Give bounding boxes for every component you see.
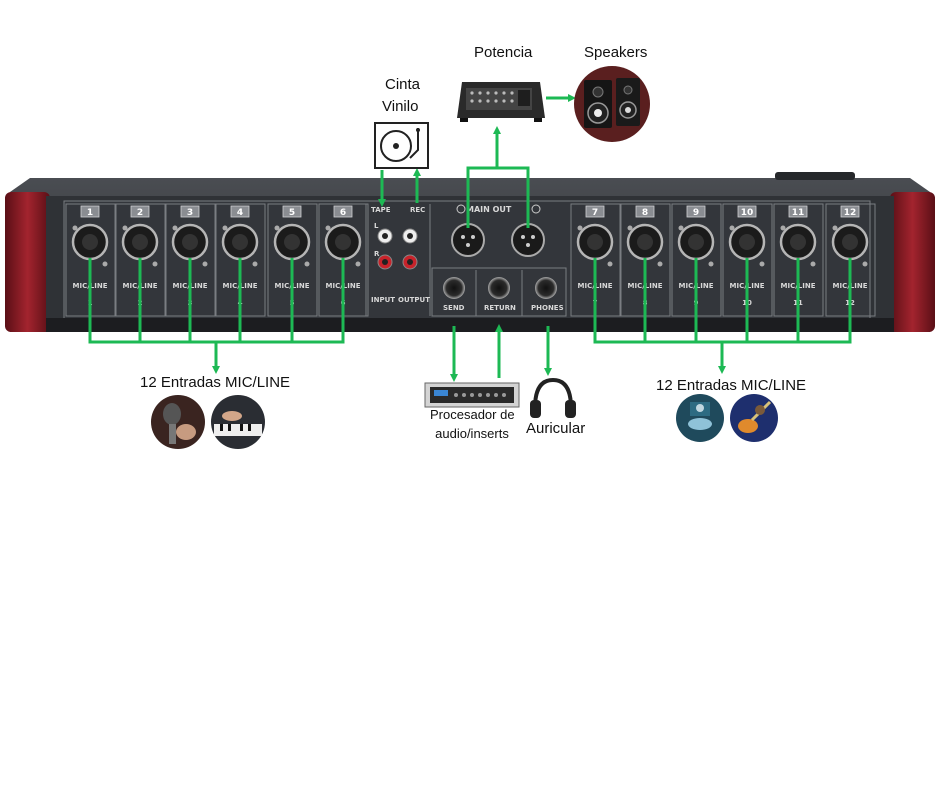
speakers-label: Speakers (584, 44, 648, 61)
processor-label: Procesador de audio/inserts (430, 405, 515, 443)
channel-number: 12 (844, 208, 857, 218)
drums-photo (676, 394, 724, 442)
phones-label: PHONES (531, 304, 564, 312)
headphones-label: Auricular (526, 420, 586, 437)
microphone-photo (151, 395, 205, 449)
channel-number: 8 (642, 208, 648, 218)
channel-number: 2 (137, 208, 143, 218)
input-label: INPUT (371, 296, 395, 304)
right-inputs-label: 12 Entradas MIC/LINE (656, 377, 807, 394)
handle (775, 172, 855, 180)
channel-number: 9 (693, 208, 699, 218)
vinilo-label: Vinilo (382, 98, 419, 115)
amplifier-icon (457, 82, 545, 122)
xlr-main-right (511, 223, 545, 257)
tape-r-label: R (374, 250, 380, 258)
main-out-section: MAIN OUT SEND RETURN PHONES (431, 204, 567, 317)
output-label: OUTPUT (398, 296, 430, 304)
headphones-icon (530, 377, 576, 418)
channel-number: 11 (792, 208, 805, 218)
rec-label: REC (410, 206, 425, 214)
cinta-label: Cinta (385, 76, 421, 93)
tape-l-label: L (374, 222, 379, 230)
channel-number: 6 (340, 208, 346, 218)
return-label: RETURN (484, 304, 516, 312)
right-side-panel (890, 192, 935, 332)
tape-section: TAPE REC L R INPUT OUTPUT (365, 204, 431, 316)
speakers-icon (574, 66, 650, 142)
processor-label-line2: audio/inserts (435, 426, 509, 441)
turntable-icon (374, 122, 429, 169)
channel-number: 7 (592, 208, 598, 218)
send-label: SEND (443, 304, 465, 312)
xlr-main-left (451, 223, 485, 257)
channel-number: 5 (289, 208, 295, 218)
main-out-label: MAIN OUT (466, 205, 512, 214)
send-jack (443, 277, 465, 299)
left-side-panel (5, 192, 50, 332)
channel-number: 1 (87, 208, 93, 218)
keyboard-photo (211, 395, 265, 449)
mixer-bottom (46, 318, 894, 332)
routing-lines (88, 94, 852, 382)
amplifier-label: Potencia (474, 44, 533, 61)
return-jack (488, 277, 510, 299)
processor-label-line1: Procesador de (430, 407, 515, 422)
rack-processor-icon (424, 382, 520, 408)
guitar-photo (730, 394, 778, 442)
channel-number: 3 (187, 208, 193, 218)
phones-jack (535, 277, 557, 299)
tape-label: TAPE (371, 206, 391, 214)
channel-number: 10 (741, 208, 754, 218)
left-inputs-label: 12 Entradas MIC/LINE (140, 374, 291, 391)
channel-number: 4 (237, 208, 243, 218)
